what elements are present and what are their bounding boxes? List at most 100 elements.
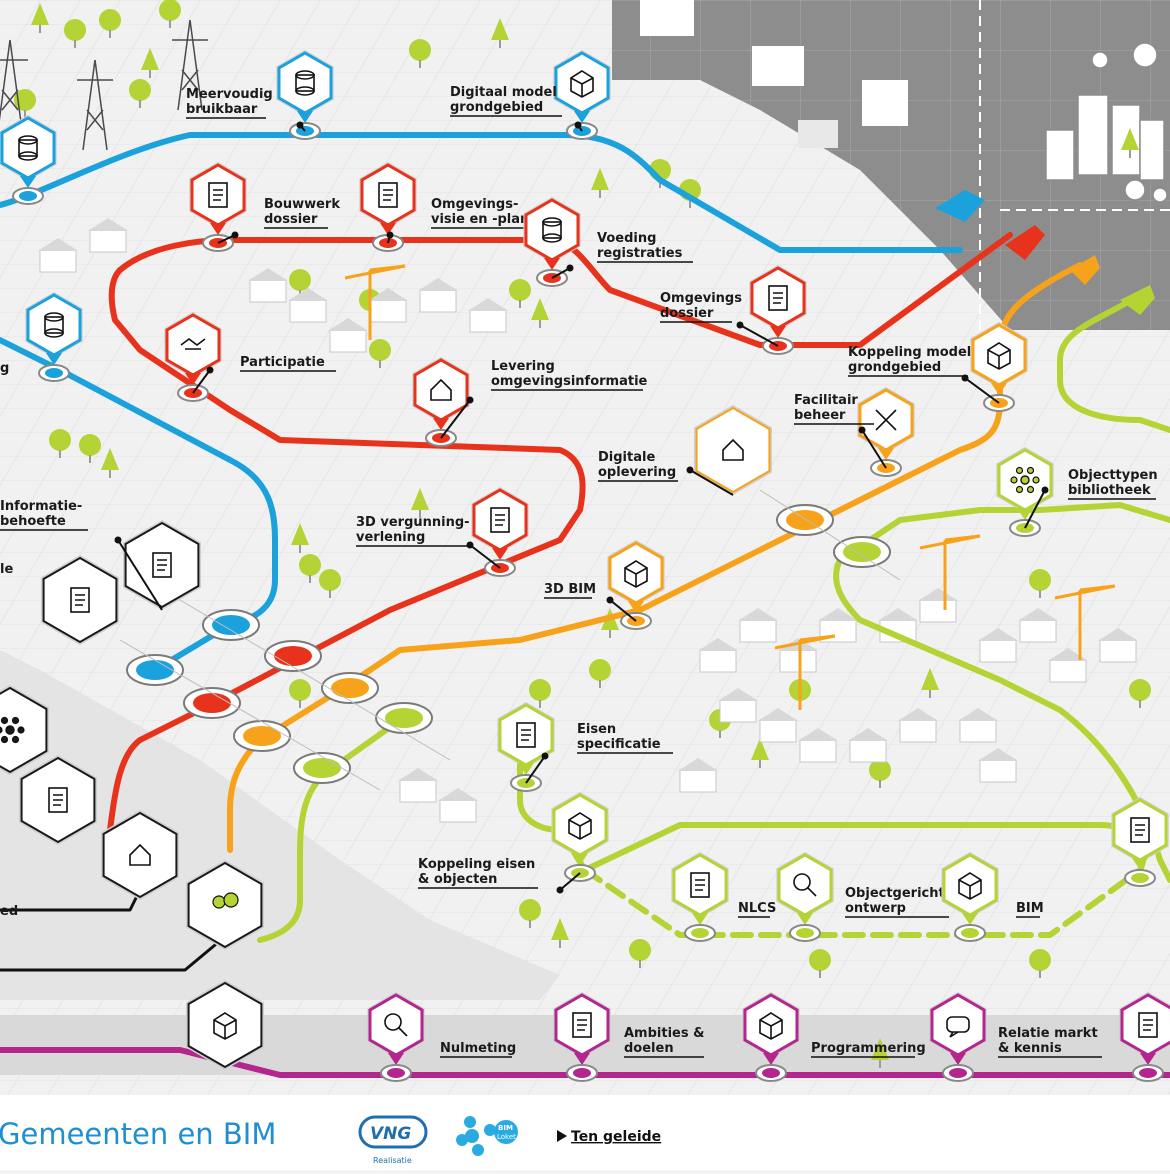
station-label: Levering xyxy=(491,359,555,374)
station-nlcs[interactable]: NLCS xyxy=(671,852,776,942)
station-koppeling-eisen[interactable]: Koppeling eisen& objecten xyxy=(418,792,609,894)
station-participatie[interactable]: Participatie xyxy=(164,312,336,402)
house xyxy=(978,628,1018,663)
buildings-icon xyxy=(129,843,151,866)
station-label: Facilitair xyxy=(794,393,858,408)
station-hub[interactable] xyxy=(0,685,49,775)
edge-label-ed: ed xyxy=(0,904,18,919)
station-nulmeting[interactable]: Nulmeting xyxy=(367,992,516,1082)
ten-geleide-link[interactable]: Ten geleide xyxy=(557,1129,661,1145)
station-label: 3D vergunning- xyxy=(356,515,470,530)
tree xyxy=(1121,128,1139,158)
station-relatie[interactable]: Relatie markt& kennis xyxy=(929,992,1102,1082)
house xyxy=(1048,648,1088,683)
tree xyxy=(871,1038,889,1068)
vng-logo[interactable]: VNG Realisatie xyxy=(358,1115,428,1165)
question-tree-icon xyxy=(70,587,90,613)
certificate-icon xyxy=(1130,817,1150,843)
station-ambities[interactable]: Ambities &doelen xyxy=(553,992,704,1082)
station-label: specificatie xyxy=(577,737,661,752)
cube-network-icon xyxy=(759,1012,783,1040)
station-omgevingsvisie[interactable]: Omgevings-visie en -plan xyxy=(359,162,543,252)
tree xyxy=(101,448,119,478)
station-bim3d[interactable]: 3D BIM xyxy=(544,540,665,630)
folder-stack-icon xyxy=(768,285,788,311)
digital-city xyxy=(612,0,1170,330)
tree xyxy=(319,569,341,598)
house xyxy=(958,708,998,743)
building-delivery-icon xyxy=(430,378,452,401)
tree xyxy=(14,89,36,118)
station-label: ontwerp xyxy=(845,901,906,916)
cube-layer-icon xyxy=(987,342,1011,370)
vng-logo-text: VNG xyxy=(370,1124,411,1144)
house xyxy=(438,788,478,823)
station-label: beheer xyxy=(794,408,846,423)
design-magnifier-icon xyxy=(793,873,817,897)
station-hub[interactable] xyxy=(41,555,119,645)
tree xyxy=(129,79,151,108)
tree xyxy=(1029,949,1051,978)
station-vergunning[interactable]: 3D vergunning-verlening xyxy=(356,487,529,577)
tree xyxy=(409,39,431,68)
station-hub[interactable] xyxy=(186,860,264,950)
station-label: Koppeling model xyxy=(848,345,971,360)
station-hub[interactable] xyxy=(1119,992,1170,1082)
crane xyxy=(919,534,981,610)
station-hub[interactable] xyxy=(25,292,83,382)
tree xyxy=(99,9,121,38)
bim-cube-icon xyxy=(624,560,648,588)
station-hub[interactable] xyxy=(101,810,179,900)
station-hub[interactable] xyxy=(186,980,264,1070)
network-nodes-icon xyxy=(1010,466,1040,494)
house xyxy=(468,298,508,333)
database-alert-icon xyxy=(44,312,64,338)
crane xyxy=(344,264,406,340)
interchange-stop xyxy=(321,672,379,704)
station-hub[interactable] xyxy=(19,755,97,845)
house xyxy=(818,608,858,643)
ten-geleide-text[interactable]: Ten geleide xyxy=(571,1129,661,1145)
bim-loket-logo[interactable]: BIM Loket xyxy=(456,1116,518,1156)
house xyxy=(798,728,838,763)
database-network-icon xyxy=(18,135,38,161)
tree xyxy=(551,918,569,948)
tree xyxy=(1129,679,1151,708)
station-label: Voeding xyxy=(597,231,656,246)
magnifier-icon xyxy=(384,1013,408,1037)
station-hub[interactable] xyxy=(0,115,57,205)
tree xyxy=(79,434,101,463)
drawing-icon xyxy=(690,872,710,898)
cube-network-icon xyxy=(213,1012,237,1040)
house xyxy=(1098,628,1138,663)
station-label: Ambities & xyxy=(624,1026,704,1041)
station-hub[interactable] xyxy=(1111,797,1169,887)
tree xyxy=(529,679,551,708)
station-bim[interactable]: BIM xyxy=(941,852,1044,942)
station-label: Nulmeting xyxy=(440,1041,516,1056)
station-programmering[interactable]: Programmering xyxy=(742,992,926,1082)
house xyxy=(758,708,798,743)
house xyxy=(248,268,288,303)
house xyxy=(88,218,128,253)
station-label: BIM xyxy=(1016,901,1044,916)
edge-label-le: le xyxy=(0,562,13,577)
station-label: Meervoudig xyxy=(186,87,273,102)
station-label: Objecttypen xyxy=(1068,468,1158,483)
station-informatiebehoefte[interactable]: Informatie-behoefte xyxy=(0,499,201,611)
station-label: NLCS xyxy=(738,901,776,916)
database-arrows-icon xyxy=(295,70,315,96)
